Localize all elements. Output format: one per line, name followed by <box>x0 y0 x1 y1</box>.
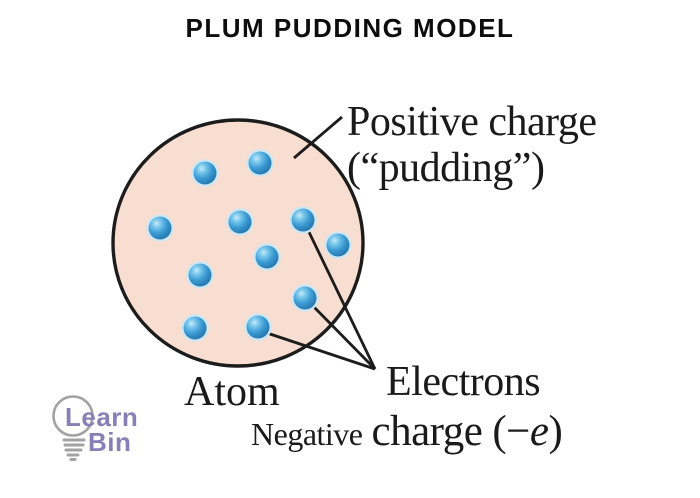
electron <box>183 316 207 340</box>
electron <box>291 208 315 232</box>
logo-text-learn: Learn <box>65 402 139 432</box>
positive-charge-label: Positive charge (“pudding”) <box>347 99 597 191</box>
electron <box>248 151 272 175</box>
symbol-close: ) <box>548 408 563 455</box>
pointer-line <box>293 115 343 160</box>
electron <box>255 245 279 269</box>
symbol-e: e <box>529 408 549 455</box>
negative-word: Negative <box>251 416 363 452</box>
pointer-line <box>312 305 376 370</box>
electron <box>193 161 217 185</box>
electron <box>246 315 270 339</box>
electrons-label: Electrons <box>386 359 541 405</box>
bulb-threads <box>62 438 86 461</box>
electron <box>148 216 172 240</box>
diagram-shapes <box>111 115 377 371</box>
pointer-line <box>266 331 376 371</box>
electron <box>293 286 317 310</box>
charge-word: charge <box>371 408 483 455</box>
logo-text-bin: Bin <box>88 427 132 457</box>
pointer-line <box>306 229 377 370</box>
lightbulb-icon <box>52 395 94 461</box>
electron <box>326 233 350 257</box>
positive-charge-line2: (“pudding”) <box>347 145 545 191</box>
learnbin-logo: Learn Bin <box>46 389 156 467</box>
bulb-glass <box>52 395 94 437</box>
symbol-open: (− <box>492 408 530 455</box>
figure-title: PLUM PUDDING MODEL <box>185 13 515 43</box>
atom-label: Atom <box>184 369 280 415</box>
electron <box>228 210 252 234</box>
positive-charge-line1: Positive charge <box>347 99 597 145</box>
charge-symbol: (−e) <box>492 408 562 455</box>
electron <box>188 263 212 287</box>
